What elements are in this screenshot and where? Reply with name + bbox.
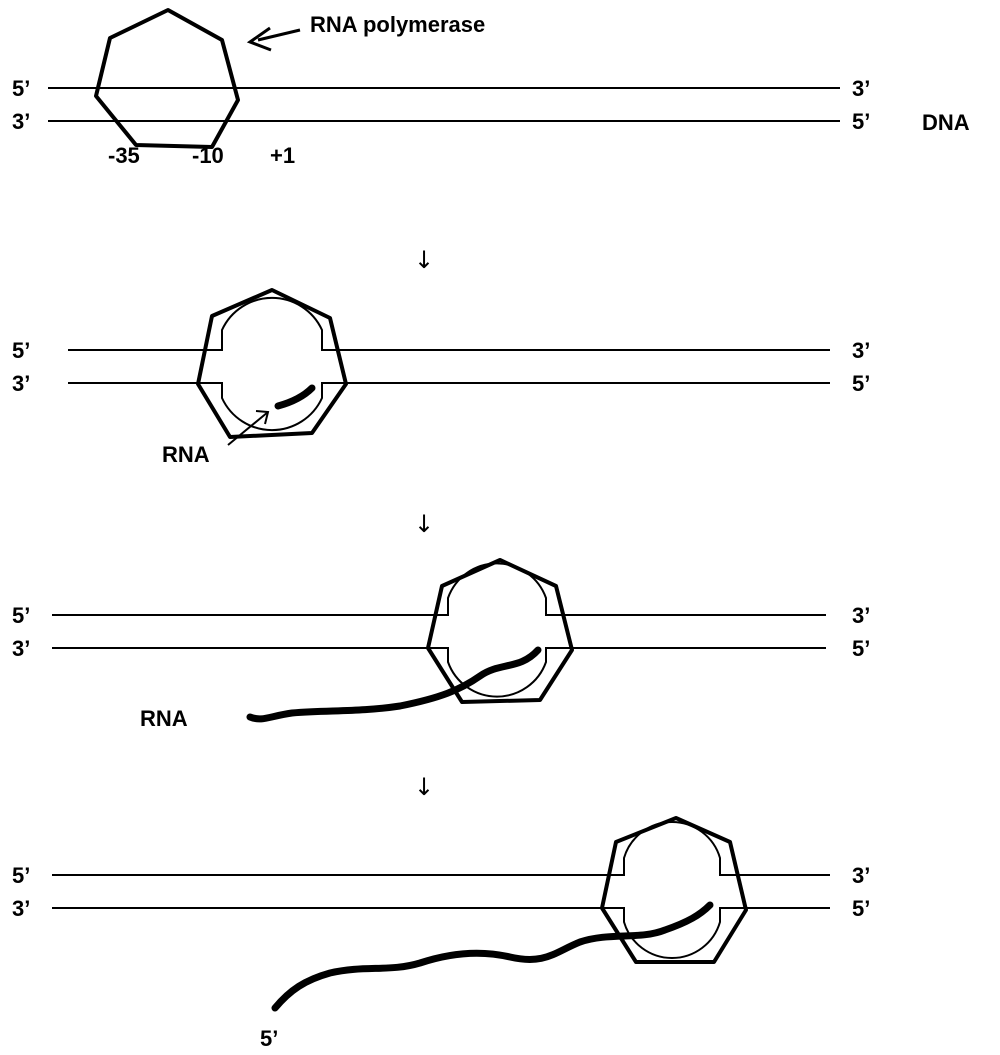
- stage-4: 5’ 3’ 3’ 5’ 5’: [12, 816, 870, 1051]
- stage-2-top-left-label: 5’: [12, 338, 30, 363]
- rna-pointer-arrow: [227, 411, 269, 446]
- nascent-rna: [274, 384, 316, 410]
- rna-polymerase-shape: [196, 288, 348, 439]
- stage-1-bottom-left-label: 3’: [12, 109, 30, 134]
- stage-3-bottom-right-label: 5’: [852, 636, 870, 661]
- stage-1-top-left-label: 5’: [12, 76, 30, 101]
- rna-label-2: RNA: [140, 706, 188, 731]
- stage-1-top-right-label: 3’: [852, 76, 870, 101]
- stage-2: 5’ 3’ 3’ 5’ RNA: [12, 288, 870, 467]
- stage-1: 5’ 3’ 3’ 5’ DNA RNA polymerase -35 -10 +…: [12, 8, 970, 168]
- transcription-bubble-bottom: [205, 382, 346, 432]
- stage-3-bottom-left-label: 3’: [12, 636, 30, 661]
- transcription-bubble-top: [436, 562, 562, 616]
- dna-label: DNA: [922, 110, 970, 135]
- rna-transcript: [246, 646, 542, 723]
- stage-1-bottom-right-label: 5’: [852, 109, 870, 134]
- rna-label: RNA: [162, 442, 210, 467]
- polymerase-pointer-arrowhead: [246, 26, 272, 52]
- stage-3-top-left-label: 5’: [12, 603, 30, 628]
- rna-5-prime-end-label: 5’: [260, 1026, 278, 1051]
- rna-polymerase-shape: [600, 816, 748, 964]
- transcription-bubble-top: [212, 296, 340, 351]
- transcription-bubble-bottom: [602, 907, 746, 959]
- step-arrow-1: ↓: [414, 246, 434, 274]
- stage-4-bottom-left-label: 3’: [12, 896, 30, 921]
- stage-3-top-right-label: 3’: [852, 603, 870, 628]
- plus1-label: +1: [270, 143, 295, 168]
- rna-pointer-arrowhead: [255, 410, 270, 425]
- transcription-bubble-top: [612, 821, 736, 876]
- minus35-label: -35: [108, 143, 140, 168]
- step-arrow-2: ↓: [414, 510, 434, 538]
- stage-2-bottom-left-label: 3’: [12, 371, 30, 396]
- stage-2-top-right-label: 3’: [852, 338, 870, 363]
- transcription-bubble-bottom: [428, 647, 570, 698]
- minus10-label: -10: [192, 143, 224, 168]
- step-arrow-3: ↓: [414, 773, 434, 801]
- stage-4-top-right-label: 3’: [852, 863, 870, 888]
- rna-transcript: [271, 901, 714, 1012]
- stage-4-bottom-right-label: 5’: [852, 896, 870, 921]
- rna-polymerase-label: RNA polymerase: [310, 12, 485, 37]
- rna-polymerase-shape: [426, 558, 574, 704]
- stage-3: 5’ 3’ 3’ 5’ RNA: [12, 558, 870, 731]
- polymerase-pointer-arrow: [257, 28, 301, 42]
- stage-4-top-left-label: 5’: [12, 863, 30, 888]
- stage-2-bottom-right-label: 5’: [852, 371, 870, 396]
- rna-polymerase-shape: [94, 8, 240, 149]
